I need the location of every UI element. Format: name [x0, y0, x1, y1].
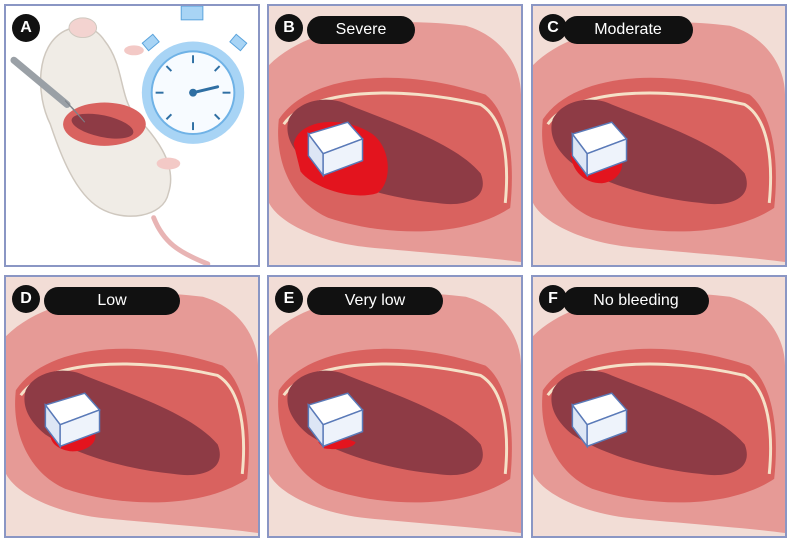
panel-letter: B	[275, 14, 303, 42]
mouse-surgery-illustration	[6, 6, 258, 265]
surgical-field	[533, 277, 785, 536]
surgical-field	[269, 6, 521, 265]
bleeding-label: No bleeding	[563, 287, 709, 315]
stopwatch-icon	[142, 6, 247, 144]
panel-d: D Low	[4, 275, 260, 538]
panel-letter: D	[12, 285, 40, 313]
surgical-field	[6, 277, 258, 536]
bleeding-label: Very low	[307, 287, 443, 315]
panel-letter: E	[275, 285, 303, 313]
panel-e: E Very low	[267, 275, 523, 538]
panel-f: F No bleeding	[531, 275, 787, 538]
bleeding-label: Low	[44, 287, 180, 315]
surgical-field	[533, 6, 785, 265]
panel-c: C Moderate	[531, 4, 787, 267]
figure-grid: A B Severe	[4, 4, 790, 540]
panel-letter: A	[12, 14, 40, 42]
panel-b: B Severe	[267, 4, 523, 267]
bleeding-label: Moderate	[563, 16, 693, 44]
bleeding-label: Severe	[307, 16, 415, 44]
panel-a: A	[4, 4, 260, 267]
surgical-field	[269, 277, 521, 536]
